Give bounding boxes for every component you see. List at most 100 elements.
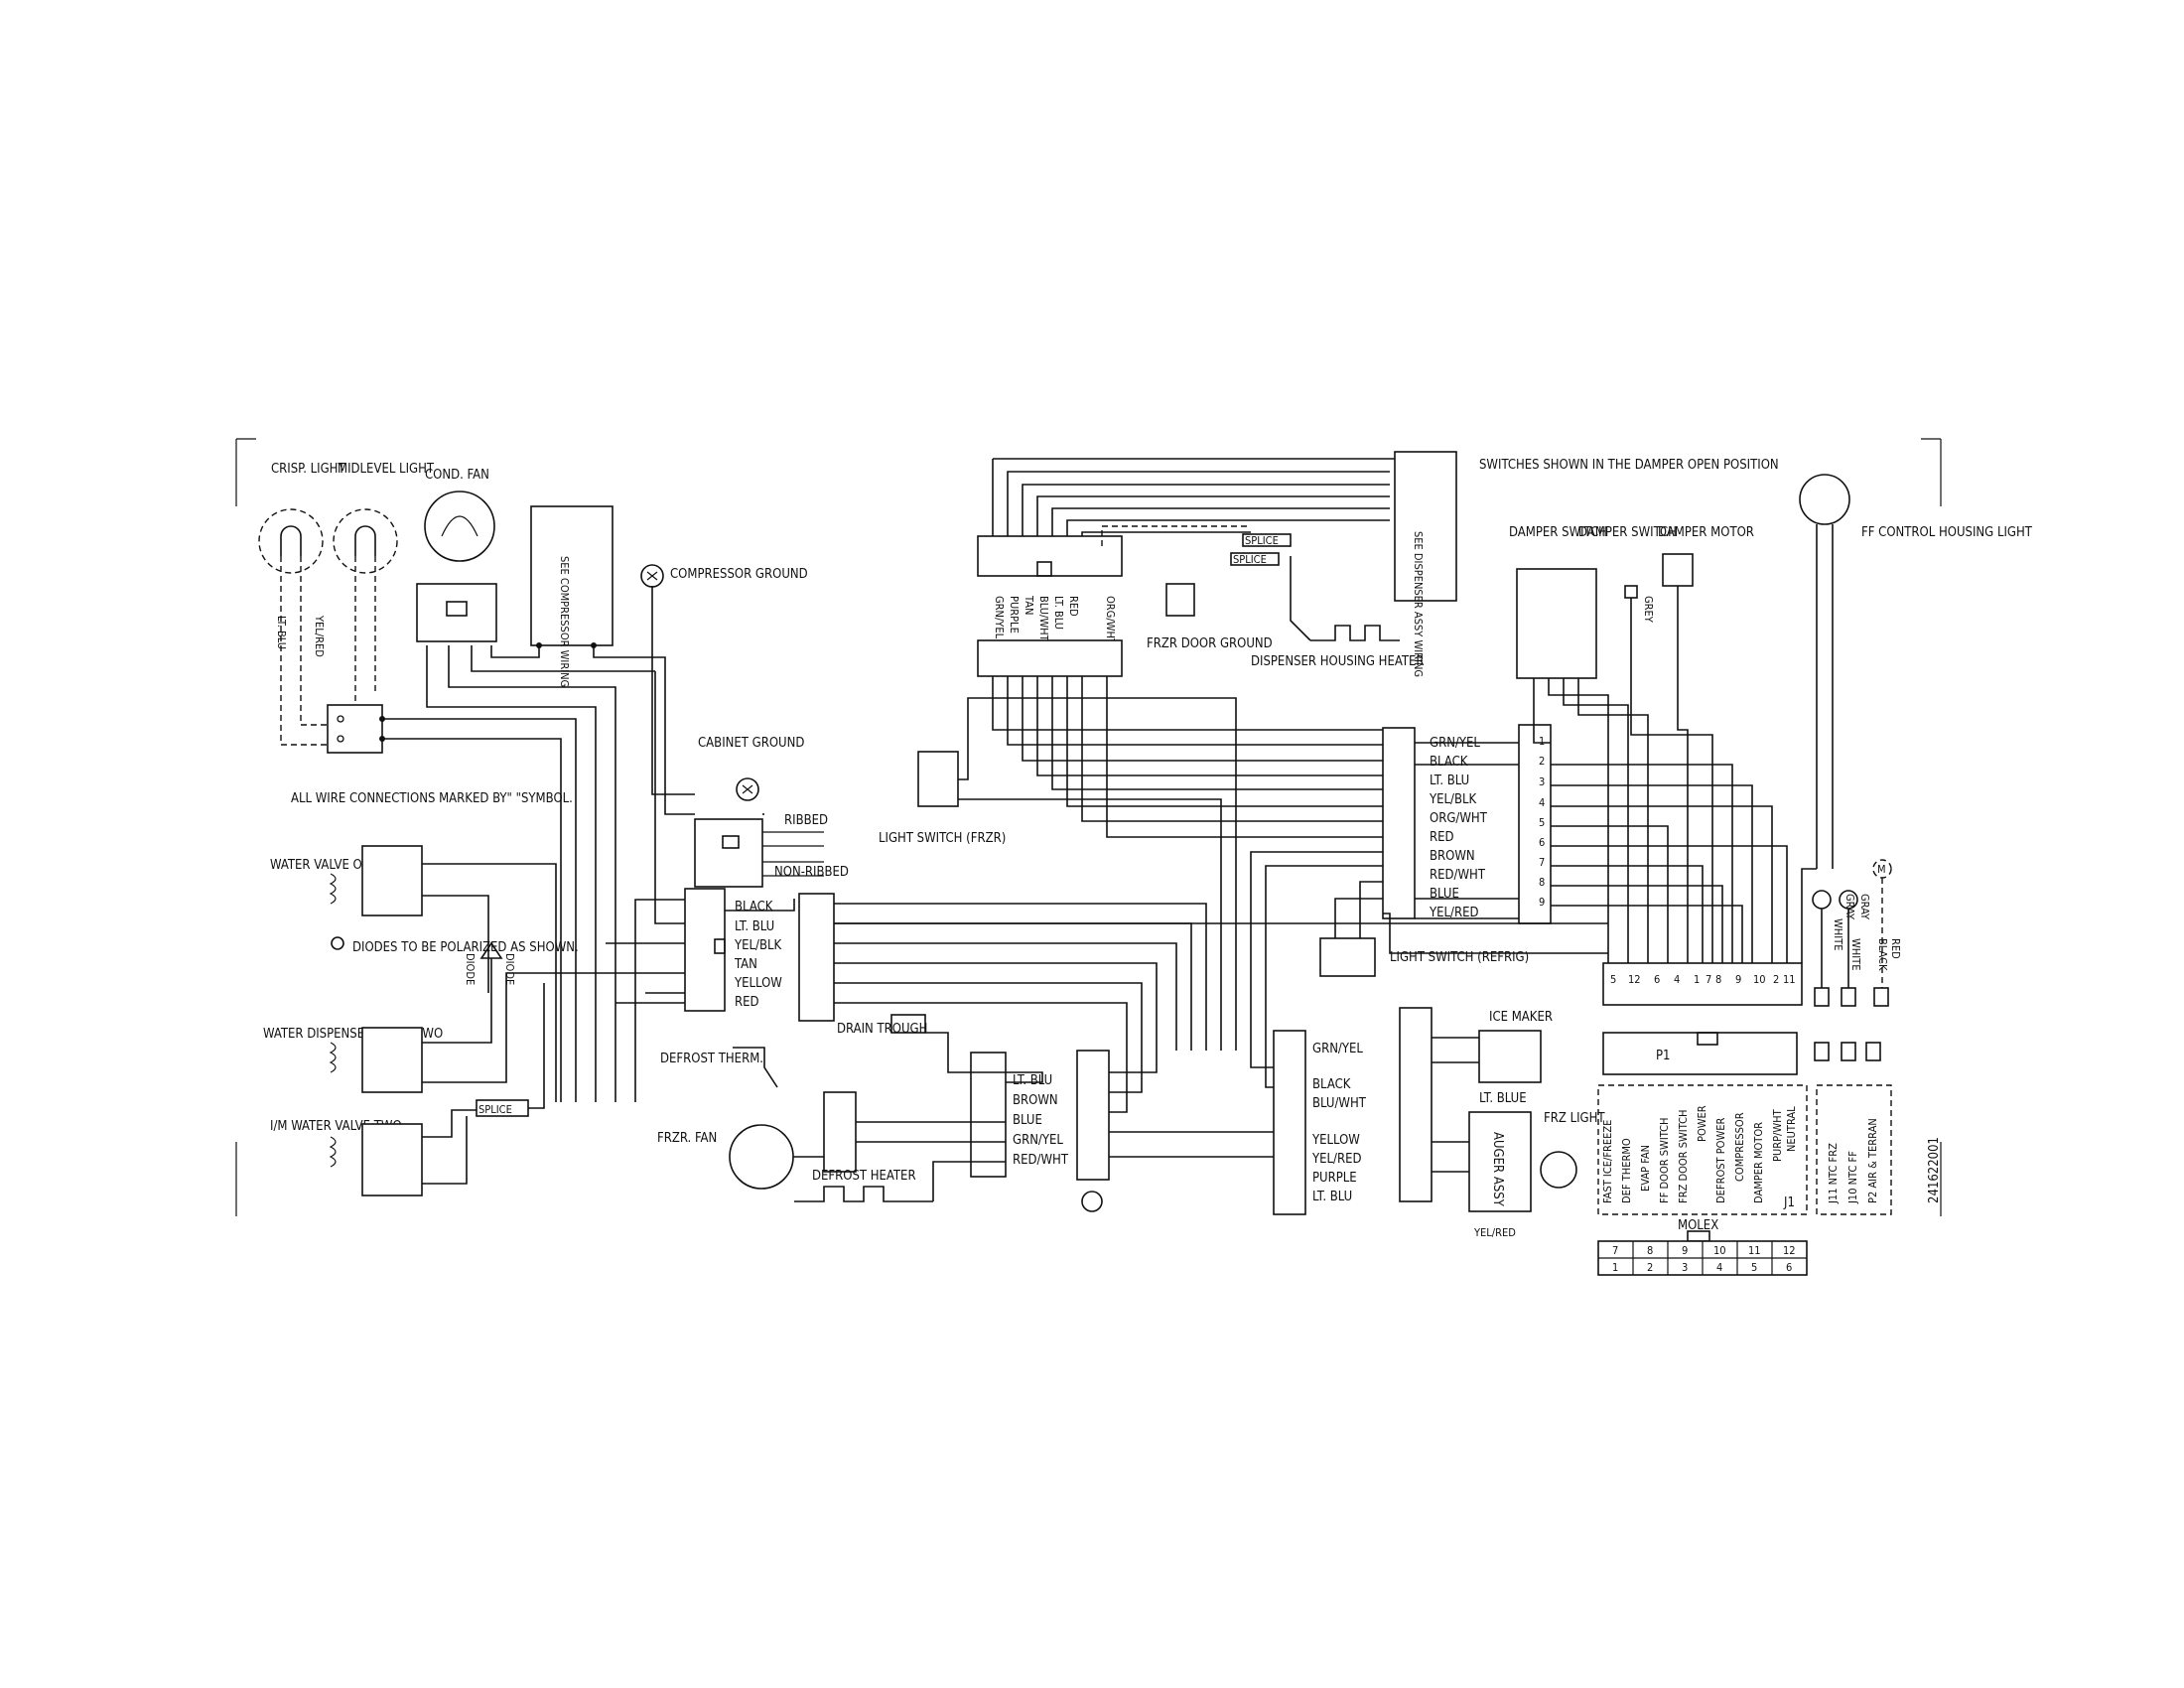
compressor-ground-label: COMPRESSOR GROUND	[670, 567, 808, 582]
m-label: M	[1877, 863, 1886, 876]
pin-label: 9	[1539, 896, 1545, 909]
water-valve-one	[361, 845, 423, 916]
right-9pin-labels: 1 2 3 4 5 6 7 8 9	[1539, 735, 1545, 909]
lower-conn-color: BLU/WHT	[1312, 1096, 1367, 1111]
top-wire-label: PURPLE	[1008, 596, 1021, 633]
molex-label: MOLEX	[1678, 1218, 1718, 1233]
center-conn-color: YEL/BLK	[1429, 792, 1477, 807]
j-pin-label: 8	[1715, 973, 1721, 986]
pin-label: 8	[1539, 876, 1545, 889]
molex-top-labels: 7 8 9 10 11 12	[1612, 1244, 1796, 1257]
grey-label: GREY	[1642, 596, 1655, 624]
j-pin-label: 2	[1773, 973, 1779, 986]
defrost-conn-labels: LT. BLU BROWN BLUE GRN/YEL RED/WHT	[1013, 1073, 1069, 1168]
molex-pin: 1	[1612, 1261, 1618, 1274]
frzr-fan-icon	[729, 1124, 794, 1190]
j1-legend-box	[1597, 1084, 1808, 1215]
molex-pin: 12	[1783, 1244, 1796, 1257]
right-section: SWITCHES SHOWN IN THE DAMPER OPEN POSITI…	[834, 458, 2033, 1276]
yel-red-bottom-label: YEL/RED	[1473, 1226, 1516, 1239]
damper-motor-box	[1662, 553, 1694, 587]
lower-conn-color: PURPLE	[1312, 1171, 1357, 1186]
j1-legend-label: DEF THERMO	[1620, 1138, 1633, 1203]
damper-switch-label-1: DAMPER SWITCH	[1509, 525, 1607, 540]
im-water-valve-two	[361, 1123, 423, 1196]
top-wire-label: BLU/WHT	[1037, 596, 1050, 642]
j1-legend-label: COMPRESSOR	[1733, 1112, 1746, 1182]
left-conn-color: BLACK	[735, 900, 773, 914]
left-6pin-connector	[684, 888, 726, 1012]
molex-pin: 5	[1751, 1261, 1757, 1274]
dispenser-assy-box	[1394, 451, 1457, 602]
j-connector	[1602, 962, 1803, 1006]
gray-label-1: GRAY	[1843, 894, 1856, 920]
splice-top-1-label: SPLICE	[1245, 534, 1279, 547]
defrost-conn-color: LT. BLU	[1013, 1073, 1052, 1088]
molex-pin: 6	[1786, 1261, 1792, 1274]
center-conn-color: RED	[1430, 830, 1454, 845]
j1-legend-labels: FAST ICE/FREEZE DEF THERMO EVAP FAN FF D…	[1601, 1105, 1798, 1203]
switch-note: SWITCHES SHOWN IN THE DAMPER OPEN POSITI…	[1479, 458, 1779, 473]
defrost-heater-box	[823, 1091, 857, 1173]
doc-number: 241622001	[1927, 1137, 1942, 1203]
molex-pin: 2	[1647, 1261, 1653, 1274]
defrost-conn-color: GRN/YEL	[1013, 1133, 1063, 1148]
pin-label: 5	[1539, 816, 1545, 829]
thermistor-1-icon	[1812, 890, 1832, 910]
ribbed-label: RIBBED	[784, 813, 828, 828]
top-wire-label: TAN	[1023, 595, 1035, 615]
cabinet-ground-label: CABINET GROUND	[698, 736, 804, 751]
top-wire-label: RED	[1067, 596, 1080, 617]
center-conn-color: LT. BLU	[1430, 774, 1469, 788]
ribbed-connector	[694, 818, 763, 888]
top-connector-a	[977, 535, 1123, 577]
left-conn-color: YEL/BLK	[734, 938, 782, 953]
j-pin-label: 12	[1628, 973, 1641, 986]
molex-pin: 10	[1713, 1244, 1726, 1257]
center-section: SEE DISPENSER ASSY WIRING SPLICE SPLICE …	[657, 451, 1608, 1239]
molex-pin: 9	[1682, 1244, 1688, 1257]
j-pin-label: 7	[1706, 973, 1711, 986]
pin-label: 1	[1539, 735, 1545, 748]
top-wire-label: LT. BLU	[1052, 596, 1065, 630]
splice-top-2	[1230, 552, 1280, 566]
j-pin-label: 1	[1694, 973, 1700, 986]
defrost-connector	[970, 1052, 1007, 1178]
left-conn-color: RED	[735, 995, 759, 1010]
cond-fan-label: COND. FAN	[425, 468, 489, 483]
lower-conn-labels: GRN/YEL BLACK BLU/WHT YELLOW YEL/RED PUR…	[1311, 1042, 1367, 1204]
center-conn-color: ORG/WHT	[1430, 811, 1488, 826]
pin-label: 2	[1539, 755, 1545, 768]
j1-label: J1	[1783, 1196, 1795, 1210]
damper-switch-assy	[1516, 568, 1597, 679]
light-switch-frzr	[917, 751, 959, 807]
left-6pin-labels: BLACK LT. BLU YEL/BLK TAN YELLOW RED	[734, 900, 782, 1010]
center-conn-color: BLACK	[1430, 755, 1468, 770]
yel-red-label: YEL/RED	[313, 615, 326, 657]
left-conn-color: LT. BLU	[735, 919, 774, 934]
frzr-door-ground-icon	[1165, 583, 1195, 617]
ff-control-label: FF CONTROL HOUSING LIGHT	[1861, 525, 2033, 540]
dispenser-assy-label: SEE DISPENSER ASSY WIRING	[1412, 531, 1425, 677]
j1-legend-label: POWER	[1696, 1105, 1708, 1142]
lower-connector-a	[1076, 1050, 1110, 1181]
p1-label: P1	[1656, 1049, 1671, 1063]
p1-box	[1602, 1032, 1798, 1075]
damper-switch-label-2: DAMPER SWITCH	[1578, 525, 1677, 540]
black-label: BLACK	[1876, 938, 1889, 971]
lower-conn-color: BLACK	[1312, 1077, 1351, 1092]
all-wire-note: ALL WIRE CONNECTIONS MARKED BY" "SYMBOL.	[291, 791, 573, 806]
drain-trough-label: DRAIN TROUGH	[837, 1022, 927, 1037]
j-pin-label: 11	[1783, 973, 1796, 986]
top-wire-labels: GRN/YEL PURPLE TAN BLU/WHT LT. BLU RED O…	[993, 595, 1117, 645]
j-pin-label: 6	[1654, 973, 1660, 986]
j11-label: J11 NTC FRZ	[1827, 1143, 1840, 1204]
non-ribbed-label: NON-RIBBED	[774, 865, 849, 880]
auger-assy-box	[1468, 1111, 1532, 1212]
water-valve-one-label: WATER VALVE ONE	[270, 858, 378, 873]
midlevel-light-icon	[333, 508, 398, 574]
j-pin-label: 5	[1610, 973, 1616, 986]
defrost-conn-color: BROWN	[1013, 1093, 1058, 1108]
ice-connector	[1399, 1007, 1433, 1202]
molex-bottom-labels: 1 2 3 4 5 6	[1612, 1261, 1792, 1274]
